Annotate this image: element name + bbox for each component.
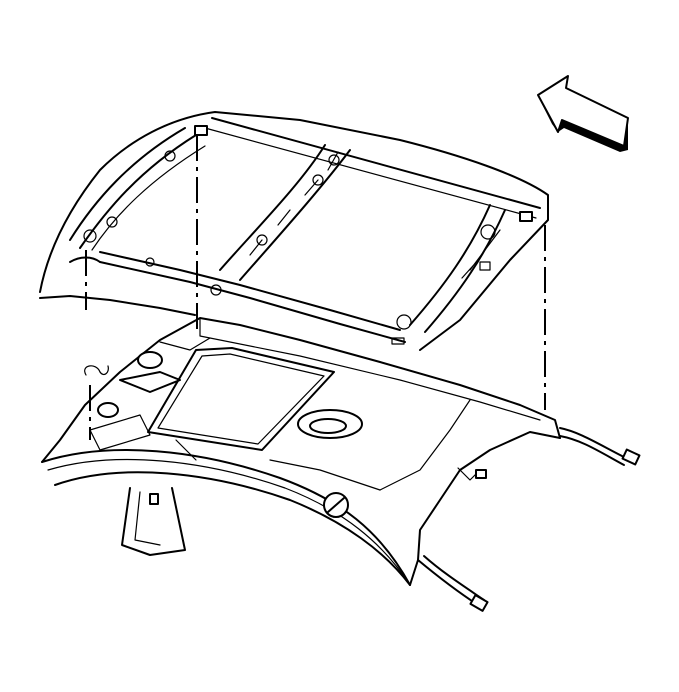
front-pillar: [121, 487, 186, 556]
wiring-harness: [84, 365, 641, 612]
headliner-panel: [41, 317, 561, 586]
front-direction-arrow: [537, 75, 629, 152]
alignment-lines: [85, 135, 546, 440]
roof-frame: [39, 111, 549, 351]
